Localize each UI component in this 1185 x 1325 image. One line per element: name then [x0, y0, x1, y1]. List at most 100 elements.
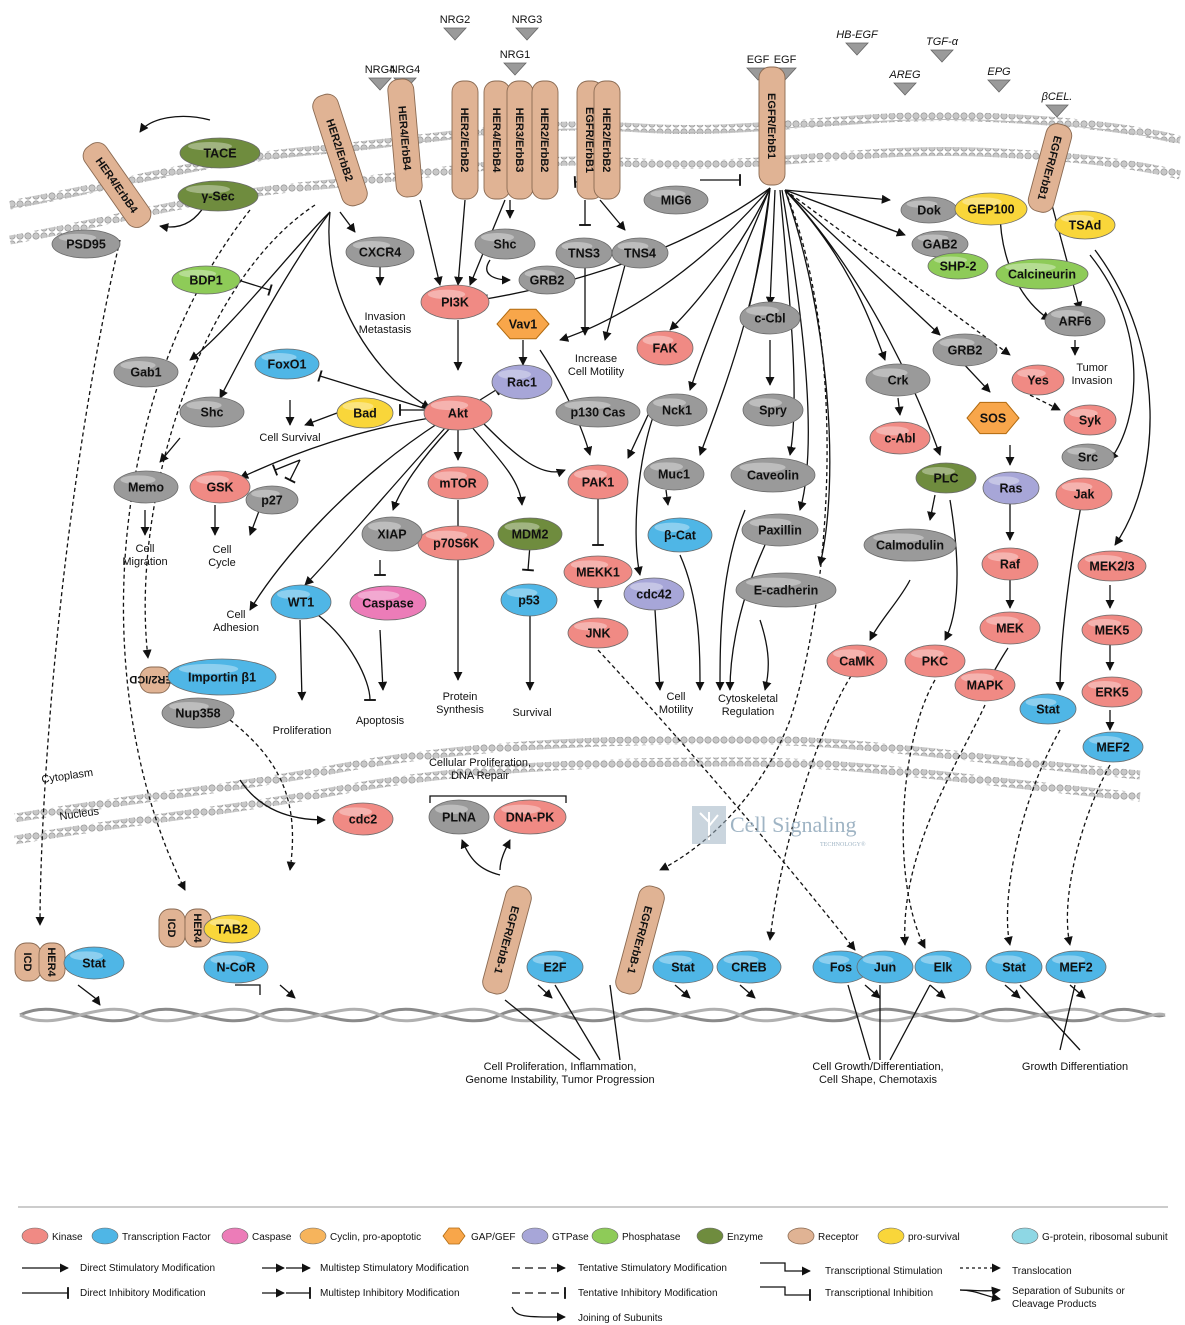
- legend-label: Transcription Factor: [122, 1232, 211, 1243]
- node-sos-37: SOS: [966, 401, 1020, 435]
- node-vav1-16: Vav1: [496, 308, 550, 340]
- text-proliferation: Proliferation: [273, 725, 332, 737]
- node-gab1-5: Gab1: [113, 356, 179, 388]
- node-stat-79: Stat: [652, 950, 714, 984]
- node-label: Shc: [494, 238, 517, 252]
- receptor-label: EGFR/ErbB1: [765, 93, 777, 159]
- receptor-egfr-erbb1-9: EGFR/ErbB1: [758, 66, 786, 186]
- node-label: JNK: [585, 627, 610, 641]
- node-label: Gab1: [130, 366, 161, 380]
- node-e-cadherin-65: E-cadherin: [735, 572, 837, 608]
- node-tsad-30: TSAd: [1054, 210, 1116, 240]
- node-label: MEK5: [1095, 624, 1130, 638]
- node-label: Memo: [128, 481, 164, 495]
- legend-arrow-label: Tentative Stimulatory Modification: [578, 1263, 727, 1274]
- node-label: ERK5: [1095, 686, 1128, 700]
- text-tumor-1: Invasion: [1072, 375, 1113, 387]
- node-label: GRB2: [530, 274, 565, 288]
- receptor-her4-15: HER4: [38, 942, 66, 982]
- node-jun-82: Jun: [856, 950, 914, 984]
- node-mdm2-52: MDM2: [497, 517, 563, 551]
- receptor-her2-erbb2-8: HER2/ErbB2: [593, 80, 621, 200]
- text-nucleus: Nucleus: [59, 805, 101, 822]
- receptor-egfr-erbb1-10: EGFR/ErbB1: [1027, 123, 1073, 213]
- node-label: GRB2: [948, 344, 983, 358]
- node-label: BDP1: [189, 274, 222, 288]
- node-sec-1: γ-Sec: [177, 180, 259, 212]
- node-label: FAK: [653, 342, 678, 356]
- node-label: SOS: [980, 412, 1006, 426]
- receptor-label: ICD: [21, 953, 33, 972]
- legend-arrow-label: Direct Stimulatory Modification: [80, 1263, 215, 1274]
- receptor-egfr-erbb-1-13: EGFR/ErbB-1: [615, 885, 665, 995]
- legend-item-receptor: Receptor: [787, 1227, 859, 1245]
- node-importin-1-70: Importin β1: [167, 658, 277, 696]
- node-label: Fos: [830, 961, 852, 975]
- node-label: TNS3: [568, 247, 600, 261]
- node-calmodulin-67: Calmodulin: [863, 528, 957, 562]
- node-elk-83: Elk: [914, 950, 972, 984]
- receptor-label: EGFR/ErbB1: [583, 107, 595, 173]
- node-muc1-60: Muc1: [643, 457, 705, 491]
- node-label: p53: [518, 594, 540, 608]
- node-cxcr4-4: CXCR4: [345, 236, 415, 268]
- node-mek2-3-45: MEK2/3: [1077, 550, 1147, 582]
- node-psd95-2: PSD95: [51, 229, 121, 259]
- legend-label: Caspase: [252, 1232, 292, 1243]
- text-cycle-0: Cell: [213, 544, 232, 556]
- legend-arrow-separation-of-subunits-or: [959, 1286, 1001, 1302]
- legend-item-gap-gef: GAP/GEF: [442, 1227, 515, 1245]
- text-survival2: Survival: [512, 707, 551, 719]
- ligand-label: EGF: [747, 54, 770, 66]
- node-memo-7: Memo: [113, 470, 179, 504]
- node-label: Elk: [934, 961, 953, 975]
- node-label: p27: [261, 494, 283, 508]
- node-label: WT1: [288, 596, 314, 610]
- node-pi3k-13: PI3K: [420, 284, 490, 320]
- node-label: Muc1: [658, 468, 690, 482]
- node-mtor-50: mTOR: [427, 466, 489, 500]
- node-mef2-85: MEF2: [1045, 950, 1107, 984]
- node-dok-26: Dok: [900, 196, 958, 224]
- node-label: Paxillin: [758, 524, 802, 538]
- node-nup358-71: Nup358: [161, 697, 235, 729]
- node-label: Yes: [1027, 374, 1049, 388]
- text-cellmotility-1: Motility: [659, 704, 694, 716]
- node-label: Caspase: [362, 597, 413, 611]
- legend-item-phosphatase: Phosphatase: [591, 1227, 681, 1245]
- node-cat-61: β-Cat: [647, 517, 713, 553]
- text-protein-1: Synthesis: [436, 704, 484, 716]
- node-stat-49: Stat: [1019, 693, 1077, 725]
- legend-item-cyclin-pro-apoptotic: Cyclin, pro-apoptotic: [299, 1227, 421, 1245]
- node-label: SHP-2: [940, 260, 977, 274]
- receptor-her4-erbb4-4: HER4/ErbB4: [483, 80, 511, 200]
- node-xiap-54: XIAP: [361, 516, 423, 552]
- node-n-cor-76: N-CoR: [203, 950, 269, 984]
- node-label: Src: [1078, 451, 1098, 465]
- node-bad-11: Bad: [336, 397, 394, 429]
- ligand-label: βCEL.: [1041, 91, 1073, 103]
- node-label: γ-Sec: [201, 190, 234, 204]
- text-invasion-0: Invasion: [365, 311, 406, 323]
- ligand-label: EGF: [774, 54, 797, 66]
- ligand-nrg4-3: NRG4: [365, 64, 395, 91]
- legend-item-caspase: Caspase: [221, 1227, 292, 1245]
- node-tns3-18: TNS3: [555, 237, 613, 269]
- dna-repair-bracket: [429, 795, 567, 803]
- node-caveolin-63: Caveolin: [730, 457, 816, 493]
- receptor-label: HER2/ErbB2: [538, 108, 550, 173]
- legend-arrow-label: Translocation: [1012, 1266, 1072, 1277]
- legend-arrow-label: Tentative Inhibitory Modification: [578, 1288, 718, 1299]
- node-shp-2-28: SHP-2: [927, 252, 989, 280]
- node-label: CaMK: [839, 655, 874, 669]
- ligand-label: TGF-α: [926, 36, 959, 48]
- ligand-label: HB-EGF: [836, 29, 879, 41]
- text-cytoskeletal-0: Cytoskeletal: [718, 693, 778, 705]
- node-label: CXCR4: [359, 246, 401, 260]
- node-label: E-cadherin: [754, 584, 819, 598]
- text-out2-0: Cell Growth/Differentiation,: [812, 1061, 943, 1073]
- text-invasion-1: Metastasis: [359, 324, 412, 336]
- node-plc-66: PLC: [915, 462, 977, 494]
- receptor-label: HER4/ErbB4: [395, 105, 413, 171]
